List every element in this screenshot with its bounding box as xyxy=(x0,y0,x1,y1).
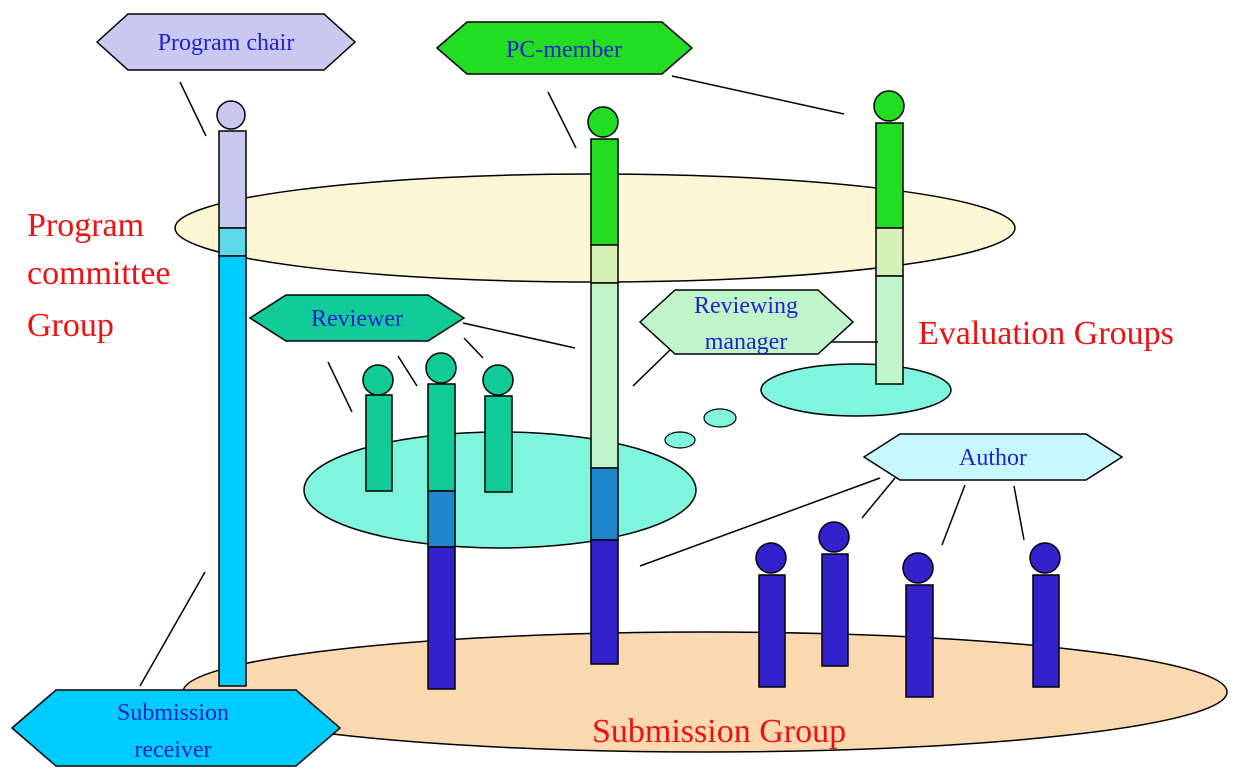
reviewing-manager-label-line-1: Reviewing xyxy=(694,293,798,319)
author-1-head xyxy=(755,542,787,574)
reviewer-3-body xyxy=(484,395,513,493)
reviewing-manager-label-line-2: manager xyxy=(705,329,788,355)
program-committee-group-label-line-3: Group xyxy=(27,307,114,344)
author-2-body xyxy=(821,553,849,667)
pc-member-label: PC-member xyxy=(506,37,622,63)
author-3-body xyxy=(905,584,934,698)
author-label-shape xyxy=(862,433,1124,481)
author-label: Author xyxy=(959,445,1027,471)
author-3-head xyxy=(902,552,934,584)
author-4-head xyxy=(1029,542,1061,574)
program-chair-label-shape xyxy=(95,13,357,71)
connector-lines xyxy=(139,75,1025,687)
reviewer-label-shape xyxy=(248,294,466,342)
reviewer-3-head xyxy=(482,364,514,396)
program-chair-label: Program chair xyxy=(158,30,295,56)
reviewing-manager-body xyxy=(590,282,619,469)
reviewer-1-body xyxy=(365,394,393,492)
author-4-body xyxy=(1032,574,1060,688)
reviewing-manager-label-shape xyxy=(638,289,855,355)
reviewer-1-head xyxy=(362,364,394,396)
pc-member-right-head xyxy=(873,90,905,122)
author-2-head xyxy=(818,521,850,553)
reviewer-2-author-body-in-plane xyxy=(427,490,456,548)
center-author-body xyxy=(590,539,619,665)
program-chair-body-in-plane xyxy=(218,227,247,257)
pc-member-right-body xyxy=(875,122,904,229)
right-reviewing-manager-body xyxy=(875,275,904,385)
thought-bubble-small xyxy=(664,431,696,449)
evaluation-group-plane-small xyxy=(760,363,952,417)
pc-member-label-shape xyxy=(435,21,694,75)
submission-receiver-label-line-1: Submission xyxy=(117,700,229,726)
program-committee-group-label-line-2: committee xyxy=(27,255,171,292)
submission-receiver-body xyxy=(218,255,247,687)
submission-receiver-label-shape xyxy=(10,689,342,767)
reviewing-manager-body-in-plane xyxy=(590,244,619,284)
right-reviewing-manager-body-in-plane xyxy=(875,227,904,277)
pc-member-body xyxy=(590,138,619,246)
evaluation-groups-label: Evaluation Groups xyxy=(918,315,1174,352)
reviewer-2-body xyxy=(427,383,456,492)
submission-receiver-label-line-2: receiver xyxy=(134,737,211,763)
submission-group-label: Submission Group xyxy=(592,713,846,750)
program-chair-head xyxy=(216,100,246,130)
reviewer-2-head xyxy=(425,352,457,384)
reviewer-2-author-body xyxy=(427,546,456,690)
author-1-body xyxy=(758,574,786,688)
thought-bubble-large xyxy=(703,408,737,428)
pc-member-head xyxy=(587,106,619,138)
reviewer-label: Reviewer xyxy=(311,306,403,332)
center-author-body-in-plane xyxy=(590,467,619,541)
program-chair-body xyxy=(218,130,247,229)
program-committee-group-label-line-1: Program xyxy=(27,207,144,244)
